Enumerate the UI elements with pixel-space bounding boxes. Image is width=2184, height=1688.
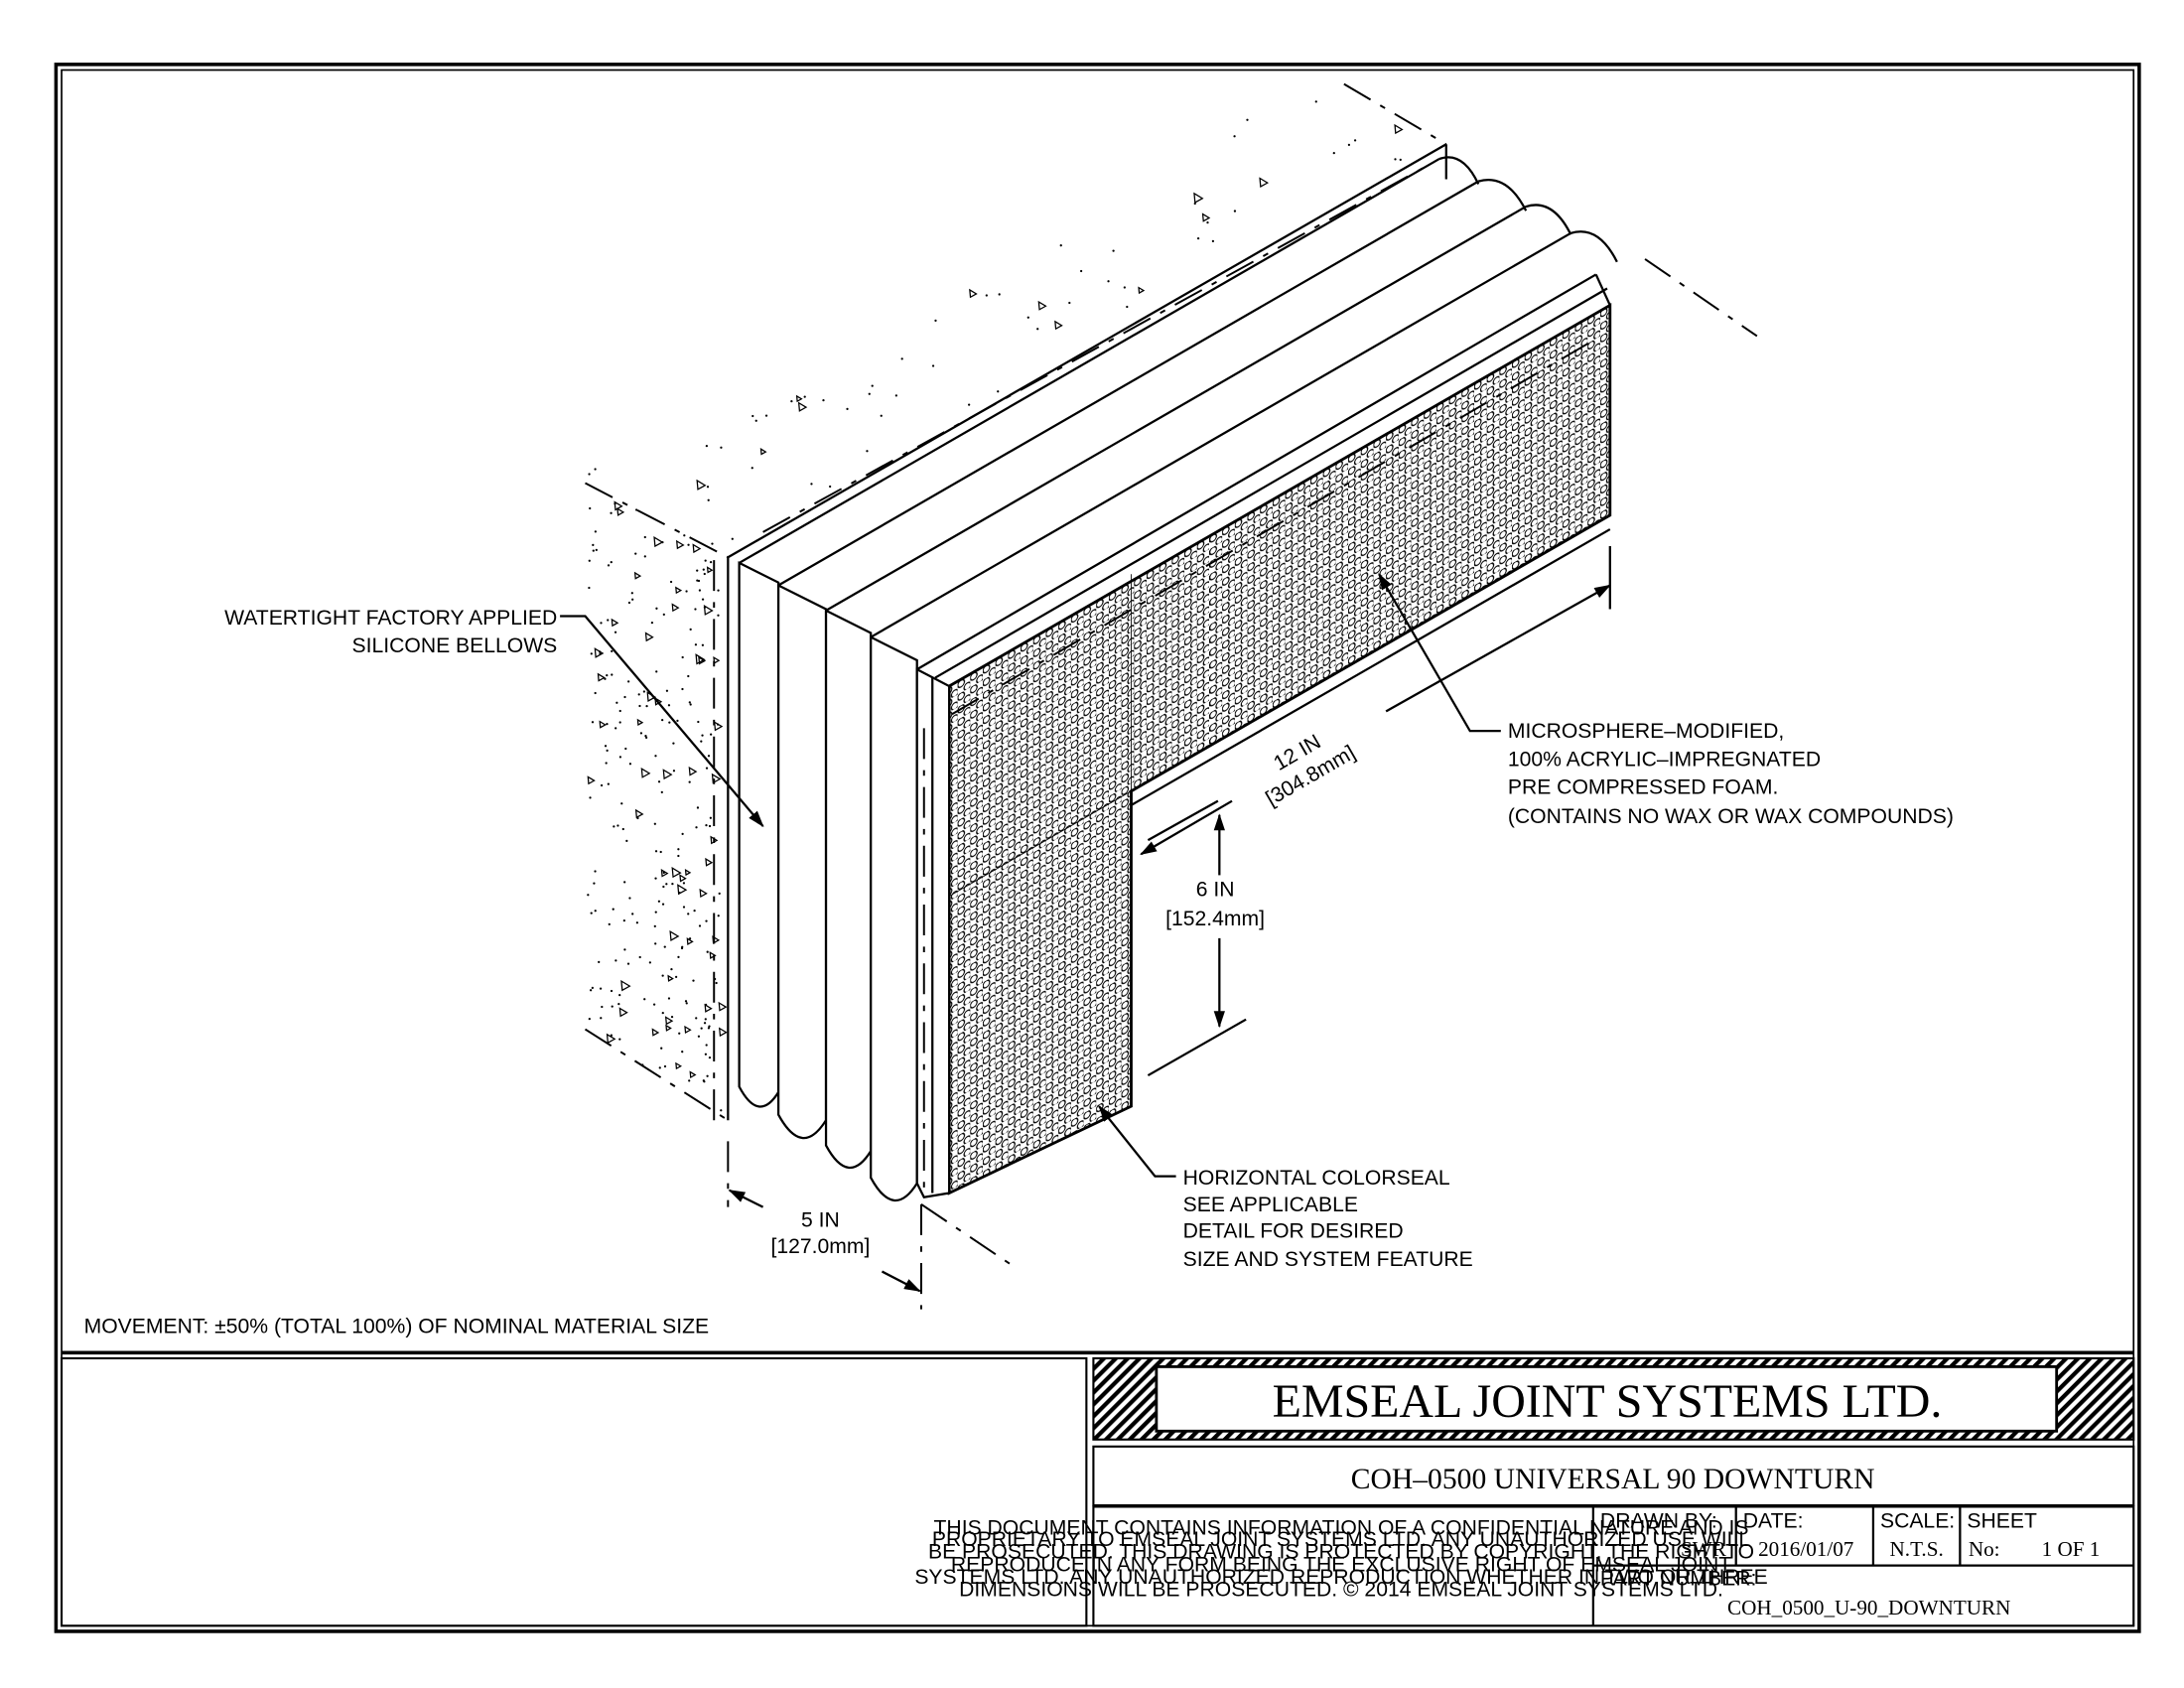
sheet-value: 1 OF 1 [2042, 1537, 2101, 1561]
scale-value: N.T.S. [1890, 1537, 1944, 1561]
leader-bellows [560, 615, 764, 828]
bellows-slab [824, 204, 1572, 1170]
date-value: 2016/01/07 [1758, 1537, 1853, 1561]
confidentiality-notice: THIS DOCUMENT CONTAINS INFORMATION OF A … [914, 1517, 1767, 1602]
label-foam-4: (CONTAINS NO WAX OR WAX COMPOUNDS) [1508, 805, 1954, 828]
dim-width-mm: [127.0mm] [770, 1235, 870, 1258]
dim-depth-in: 6 IN [1196, 879, 1235, 902]
svg-text:DIMENSIONS WILL BE PROSECUTED.: DIMENSIONS WILL BE PROSECUTED. © 2014 EM… [959, 1579, 1723, 1602]
svg-text:SYSTEMS LTD. ANY UNAUTHORIZED: SYSTEMS LTD. ANY UNAUTHORIZED REPRODUCTI… [914, 1566, 1767, 1589]
silicone-bellows [738, 156, 1618, 1202]
part-number-label: PART NUMBER: [1600, 1567, 1756, 1590]
concrete-substrate [584, 82, 1447, 1122]
label-foam-3: PRE COMPRESSED FOAM. [1508, 776, 1779, 799]
label-bellows-1: WATERTIGHT FACTORY APPLIED [224, 607, 557, 630]
bellows-slab [738, 156, 1480, 1108]
label-colorseal-4: SIZE AND SYSTEM FEATURE [1183, 1248, 1473, 1271]
scale-label: SCALE: [1880, 1510, 1955, 1533]
label-colorseal-3: DETAIL FOR DESIRED [1183, 1220, 1404, 1243]
dimension-5in: 5 IN [127.0mm] [727, 1141, 922, 1310]
svg-text:REPRODUCE IN ANY FORM BEING TH: REPRODUCE IN ANY FORM BEING THE EXCLUSIV… [951, 1553, 1731, 1576]
isometric-detail: 12 IN [304.8mm] 6 IN [152.4mm] 5 IN [127… [84, 82, 1954, 1338]
sheet-no-label: No: [1969, 1537, 2000, 1561]
svg-text:BE PROSECUTED. THIS DRAWING IS: BE PROSECUTED. THIS DRAWING IS PROTECTED… [928, 1541, 1754, 1564]
label-colorseal-1: HORIZONTAL COLORSEAL [1183, 1167, 1450, 1190]
precompressed-foam [915, 273, 1612, 1199]
part-number-value: COH_0500_U-90_DOWNTURN [1727, 1596, 2010, 1619]
label-foam-1: MICROSPHERE–MODIFIED, [1508, 720, 1784, 743]
bellows-slab [776, 179, 1528, 1140]
svg-text:THIS DOCUMENT CONTAINS INFORMA: THIS DOCUMENT CONTAINS INFORMATION OF A … [934, 1517, 1749, 1540]
sheet-label: SHEET [1967, 1510, 2037, 1533]
sheet-border-outer [54, 63, 2141, 1633]
drawn-by-label: DRAWN BY: [1600, 1510, 1717, 1533]
dimension-6in: 6 IN [152.4mm] [1147, 799, 1265, 1077]
title-block: EMSEAL JOINT SYSTEMS LTD. COH–0500 UNIVE… [60, 1356, 2135, 1627]
label-colorseal-2: SEE APPLICABLE [1183, 1194, 1358, 1216]
date-label: DATE: [1743, 1510, 1804, 1533]
label-foam-2: 100% ACRYLIC–IMPREGNATED [1508, 748, 1821, 771]
movement-note: MOVEMENT: ±50% (TOTAL 100%) OF NOMINAL M… [84, 1316, 710, 1338]
label-bellows-2: SILICONE BELLOWS [352, 634, 558, 657]
leader-colorseal [1098, 1105, 1176, 1178]
drawn-by-value: SWR [1681, 1537, 1727, 1561]
notes-box [60, 1356, 1088, 1627]
company-name: EMSEAL JOINT SYSTEMS LTD. [1273, 1375, 1943, 1428]
svg-text:PROPRIETARY TO EMSEAL JOINT SY: PROPRIETARY TO EMSEAL JOINT SYSTEMS LTD.… [932, 1528, 1751, 1551]
drawing-title: COH–0500 UNIVERSAL 90 DOWNTURN [1351, 1464, 1875, 1495]
dim-depth-mm: [152.4mm] [1165, 908, 1265, 930]
concrete-aggregate [587, 100, 1404, 1112]
dim-width-in: 5 IN [801, 1208, 840, 1231]
leader-foam [1378, 572, 1501, 733]
